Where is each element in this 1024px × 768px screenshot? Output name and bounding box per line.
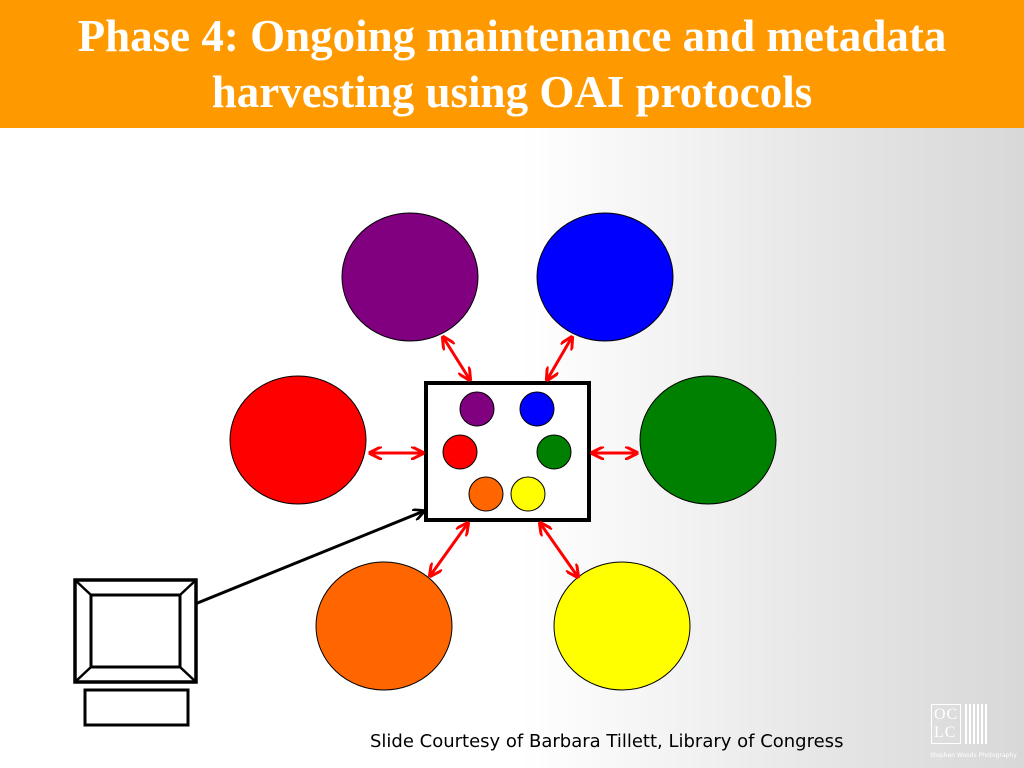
green-node xyxy=(639,375,777,505)
arrow-blue xyxy=(547,337,572,380)
arrow-yellow xyxy=(540,523,578,577)
harvested-purple-dot xyxy=(459,391,495,427)
blue-node xyxy=(536,212,674,342)
computer-icon xyxy=(73,578,198,727)
oclc-logo-letters: OC LC xyxy=(931,704,962,744)
oclc-logo-line2: LC xyxy=(934,724,957,741)
oclc-logo: OC LC xyxy=(931,703,1009,745)
oclc-logo-bars xyxy=(965,704,989,744)
red-node xyxy=(229,375,367,505)
title-bar: Phase 4: Ongoing maintenance and metadat… xyxy=(0,0,1024,128)
arrow-orange xyxy=(430,523,468,576)
oclc-logo-line1: OC xyxy=(934,706,959,723)
arrow-purple xyxy=(443,337,470,380)
harvested-blue-dot xyxy=(519,391,555,427)
slide-title: Phase 4: Ongoing maintenance and metadat… xyxy=(77,11,947,117)
purple-node xyxy=(341,212,479,342)
harvested-red-dot xyxy=(442,434,478,470)
yellow-node xyxy=(553,561,691,691)
slide-caption: Slide Courtesy of Barbara Tillett, Libra… xyxy=(370,731,844,752)
harvested-orange-dot xyxy=(468,476,504,512)
harvested-green-dot xyxy=(536,434,572,470)
photo-credit: Stephen Woods Photography xyxy=(930,752,1017,759)
orange-node xyxy=(315,561,453,691)
harvested-yellow-dot xyxy=(510,476,546,512)
